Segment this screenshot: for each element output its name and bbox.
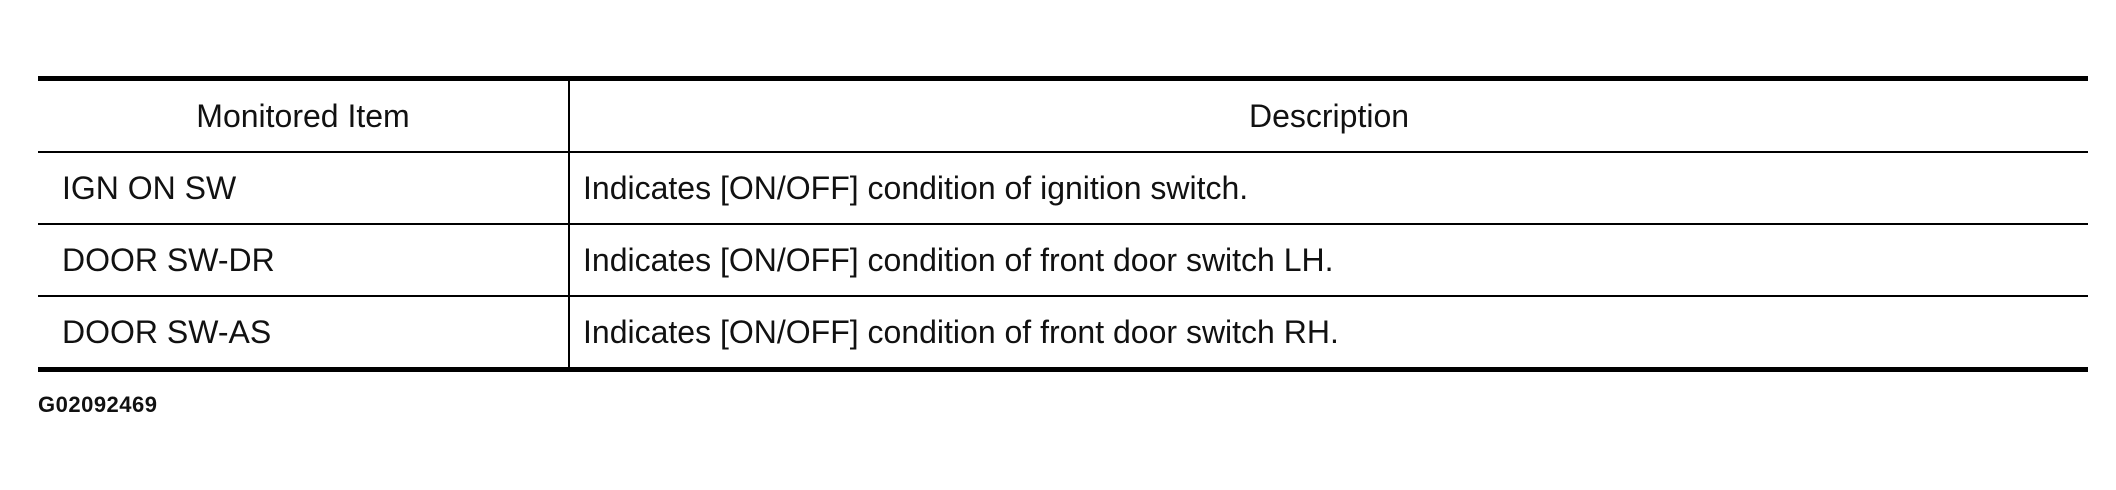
cell-monitored-item: IGN ON SW: [38, 152, 570, 225]
monitor-item-table: Monitored Item Description IGN ON SW Ind…: [38, 81, 2088, 367]
monitor-item-table-container: Monitored Item Description IGN ON SW Ind…: [38, 76, 2088, 372]
table-row: IGN ON SW Indicates [ON/OFF] condition o…: [38, 152, 2088, 225]
cell-monitored-item: DOOR SW-DR: [38, 224, 570, 297]
table-row: DOOR SW-AS Indicates [ON/OFF] condition …: [38, 296, 2088, 367]
cell-description: Indicates [ON/OFF] condition of front do…: [583, 314, 1339, 350]
cell-description: Indicates [ON/OFF] condition of front do…: [569, 224, 2088, 297]
table-header-row: Monitored Item Description: [38, 81, 2088, 153]
header-description: Description: [569, 81, 2088, 153]
table-row: DOOR SW-DR Indicates [ON/OFF] condition …: [38, 224, 2088, 297]
cell-description: Indicates [ON/OFF] condition of ignition…: [569, 152, 2088, 225]
figure-id-label: G02092469: [38, 392, 158, 417]
cell-monitored-item: DOOR SW-AS: [38, 296, 570, 367]
header-monitored-item: Monitored Item: [38, 81, 570, 153]
